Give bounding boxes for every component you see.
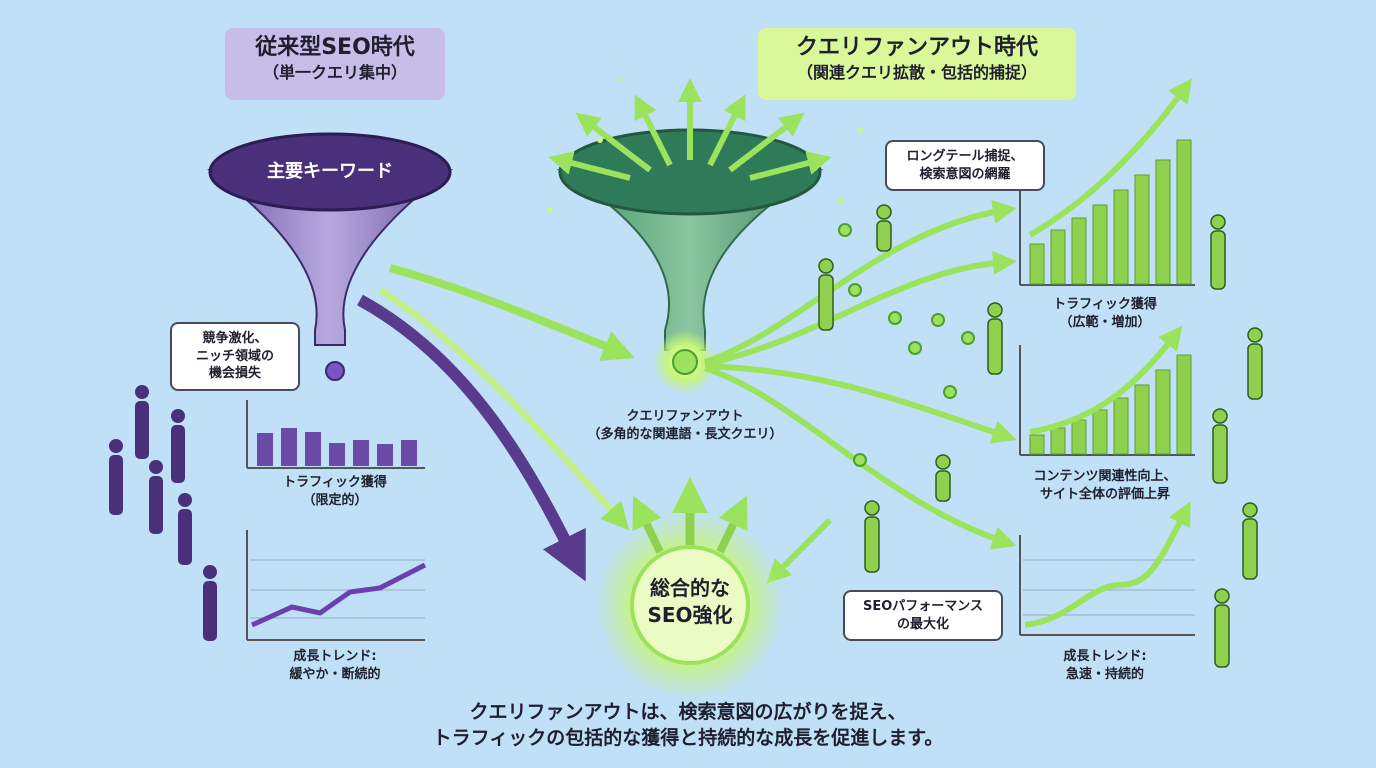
bubble-line: ニッチ領域の: [195, 348, 274, 364]
traditional-traffic-label: トラフィック獲得 （限定的）: [250, 474, 420, 509]
fanout-trend-label: 成長トレンド: 急速・持続的: [1020, 648, 1190, 683]
network-nodes: [838, 223, 975, 467]
fanout-title-box: クエリファンアウト時代 （関連クエリ拡散・包括的捕捉）: [758, 28, 1076, 100]
bubble-line: の最大化: [896, 616, 949, 632]
bubble-line: 検索意図の網羅: [919, 166, 1011, 182]
label-line: サイト全体の評価上昇: [1039, 486, 1170, 502]
label-line: コンテンツ関連性向上、: [1033, 469, 1177, 484]
fanout-title: クエリファンアウト時代: [795, 35, 1038, 60]
traditional-title-box: 従来型SEO時代 （単一クエリ集中）: [225, 28, 445, 100]
fanout-trend-chart: [1019, 501, 1195, 636]
bubble-line: 競争激化、: [202, 331, 268, 346]
fanout-bubble-top: ロングテール捕捉、 検索意図の網羅: [885, 140, 1045, 192]
fanout-traffic-label: トラフィック獲得 （広範・増加）: [1015, 296, 1195, 331]
traditional-trend-label: 成長トレンド: 緩やか・断続的: [250, 648, 420, 683]
traditional-subtitle: （単一クエリ集中）: [262, 62, 407, 82]
label-line: トラフィック獲得: [283, 475, 387, 490]
traditional-people: [109, 385, 217, 641]
label-line: 緩やか・断続的: [289, 666, 381, 682]
label-line: 急速・持続的: [1065, 666, 1144, 682]
label-line: 成長トレンド:: [293, 649, 377, 664]
label-line: 総合的な: [650, 576, 730, 600]
label-line: （広範・増加）: [1059, 314, 1151, 330]
traditional-traffic-chart: [246, 400, 425, 469]
fanout-relevance-label: コンテンツ関連性向上、 サイト全体の評価上昇: [1005, 468, 1205, 503]
fanout-bubble-bottom: SEOパフォーマンス の最大化: [843, 590, 1003, 642]
fanout-rays: [548, 78, 832, 181]
label-line: SEO強化: [647, 603, 733, 627]
traditional-bubble: 競争激化、 ニッチ領域の 機会損失: [170, 322, 300, 391]
caption-line: トラフィックの包括的な獲得と持続的な成長を促進します。: [432, 726, 944, 749]
traditional-funnel: [207, 132, 453, 381]
center-label: 総合的な SEO強化: [630, 575, 750, 629]
flow-arrow: [388, 264, 635, 361]
label-line: トラフィック獲得: [1053, 297, 1157, 312]
caption-line: クエリファンアウトは、検索意図の広がりを捉え、: [469, 701, 907, 723]
label-line: （限定的）: [302, 492, 368, 508]
center-burst: [595, 477, 785, 700]
label-line: （多角的な関連語・長文クエリ）: [587, 426, 783, 442]
flow-arrow: [378, 287, 630, 531]
fanout-funnel-label: クエリファンアウト （多角的な関連語・長文クエリ）: [560, 408, 810, 443]
fanout-subtitle: （関連クエリ拡散・包括的捕捉）: [796, 62, 1037, 82]
traditional-funnel-label: 主要キーワード: [267, 161, 393, 182]
label-line: クエリファンアウト: [626, 409, 744, 424]
traditional-arrow: [357, 294, 586, 582]
bubble-line: 機会損失: [208, 366, 261, 382]
bottom-caption: クエリファンアウトは、検索意図の広がりを捉え、 トラフィックの包括的な獲得と持続…: [0, 700, 1376, 751]
traditional-trend-chart: [246, 530, 427, 641]
fanout-relevance-chart: [1019, 325, 1195, 456]
traditional-title: 従来型SEO時代: [255, 35, 415, 60]
fanout-people: [818, 204, 1263, 668]
bubble-line: SEOパフォーマンス: [862, 599, 984, 614]
label-line: 成長トレンド:: [1063, 649, 1147, 664]
bubble-line: ロングテール捕捉、: [906, 149, 1024, 164]
fanout-arrows: [704, 200, 1017, 584]
fanout-traffic-chart: [1019, 78, 1195, 286]
